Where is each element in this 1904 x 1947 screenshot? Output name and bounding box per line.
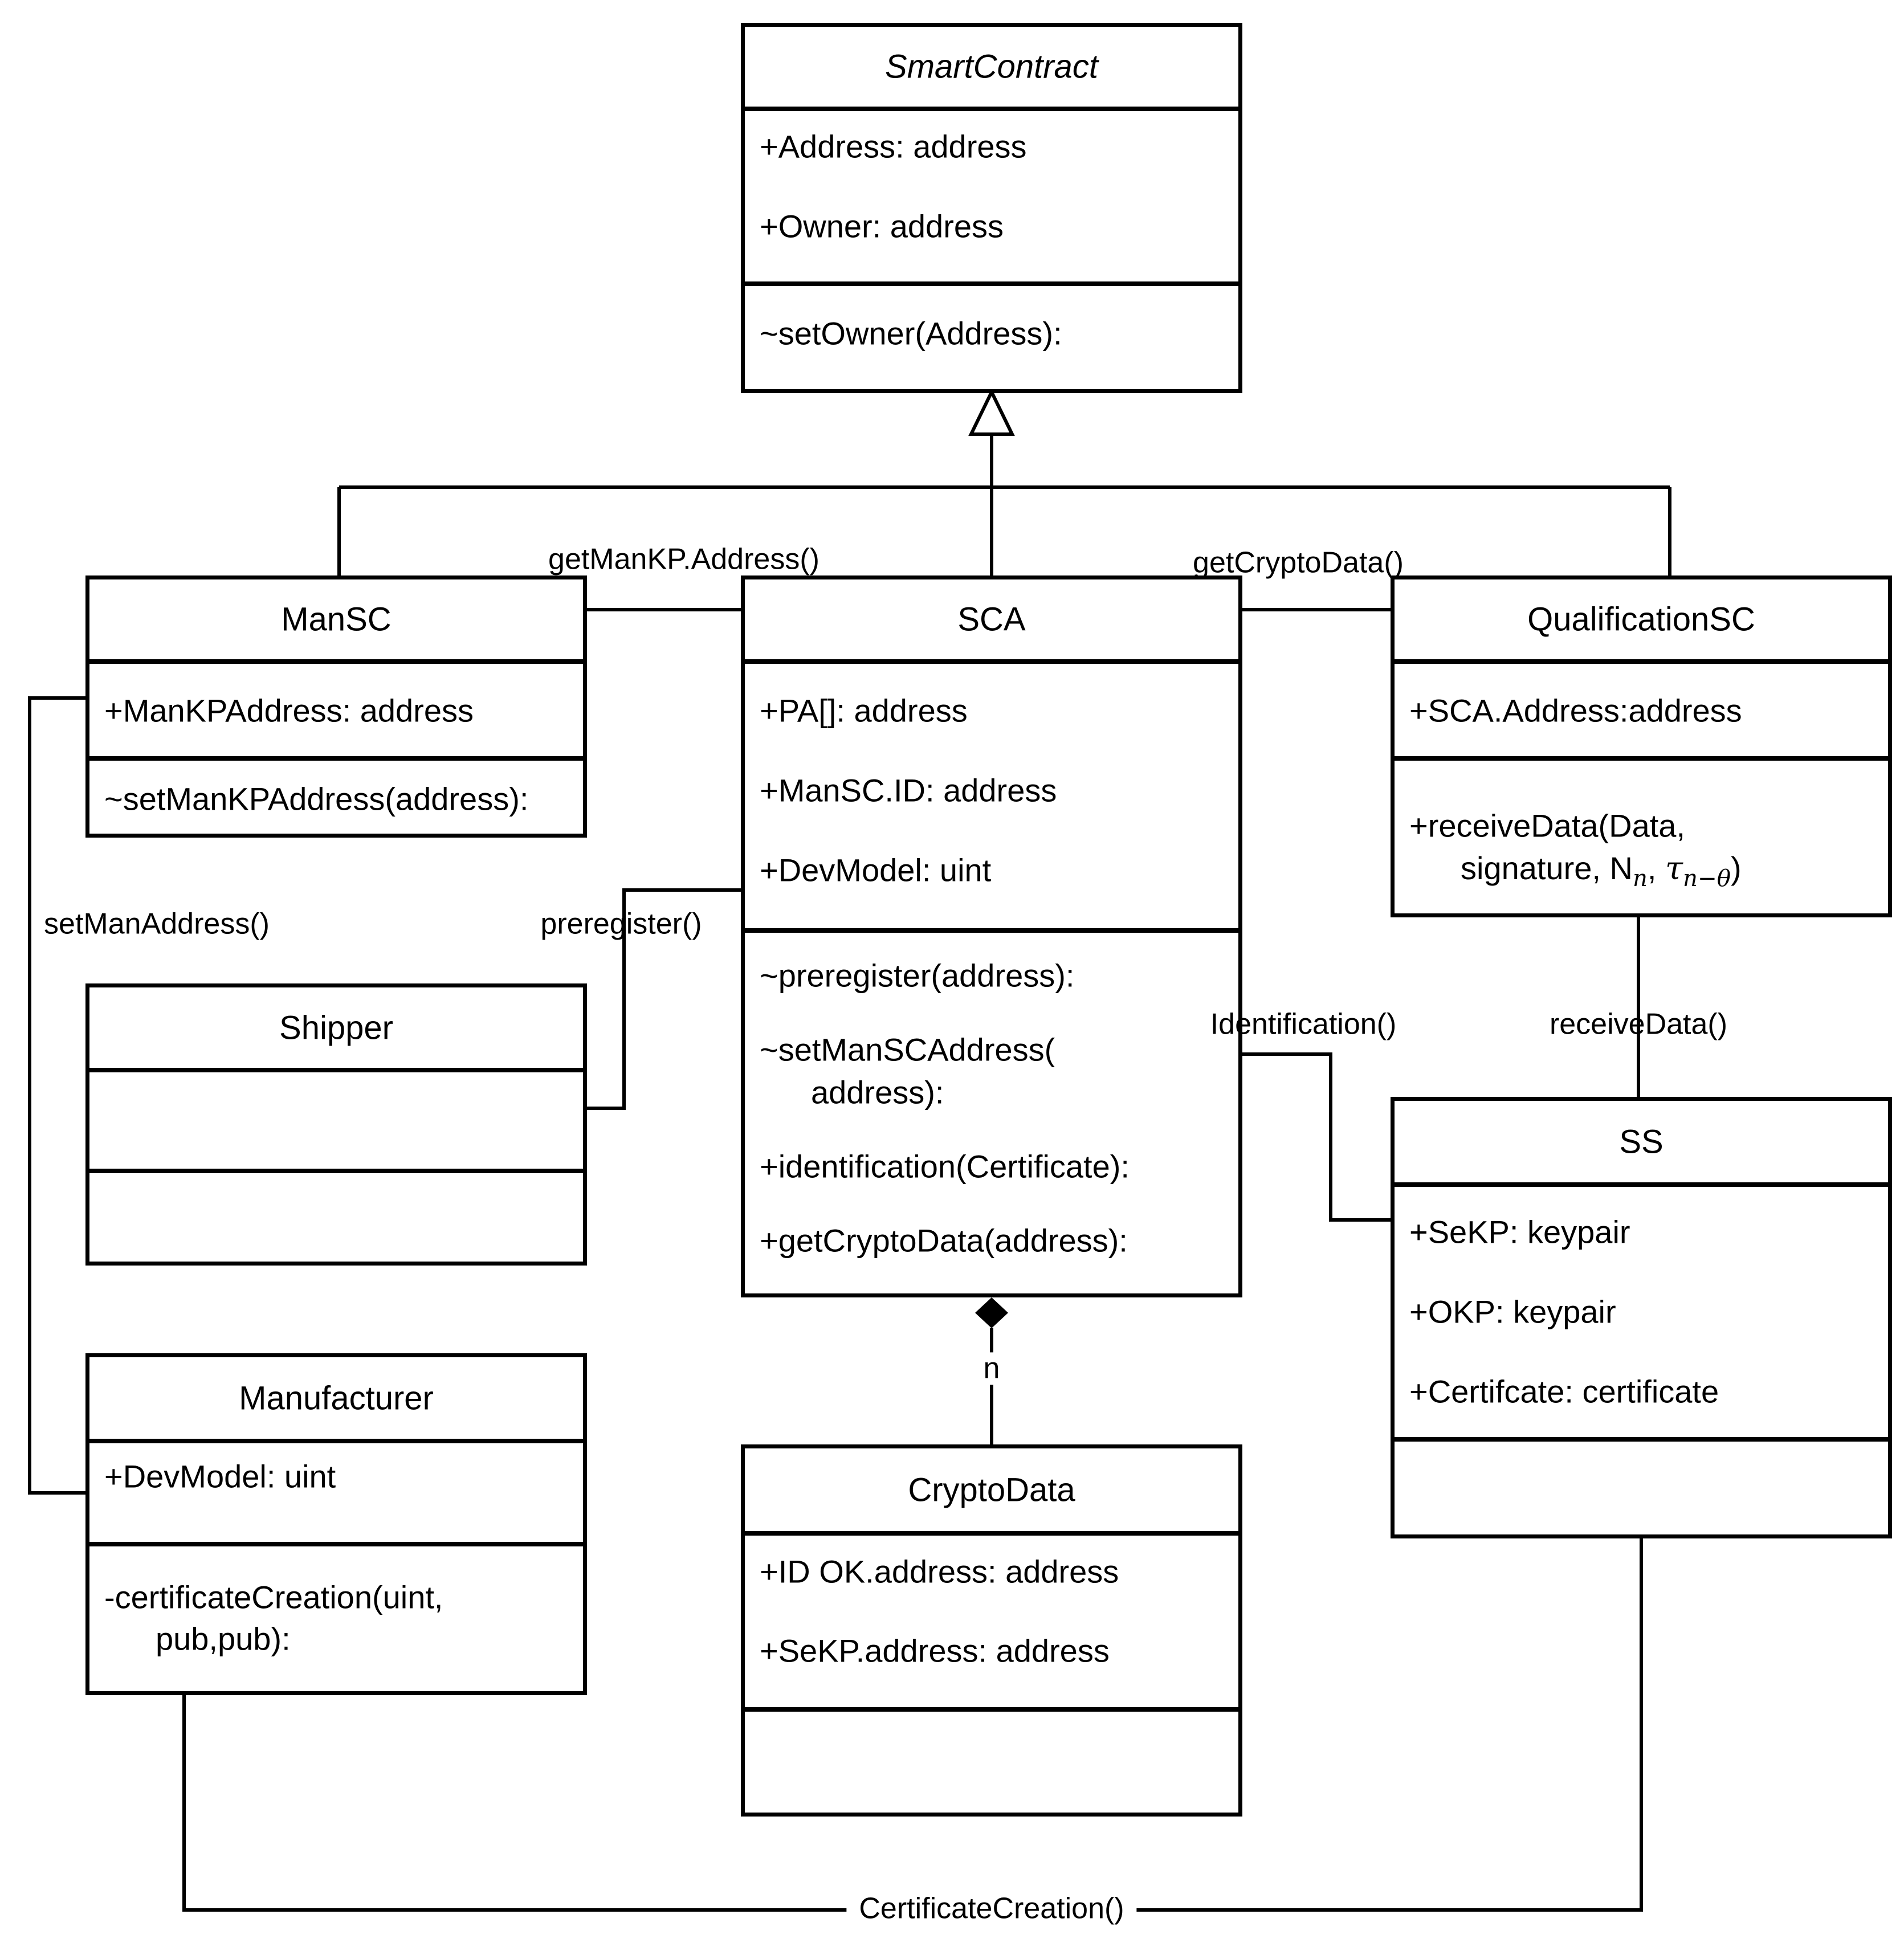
label-getmankp-address: getManKP.Address(): [548, 542, 820, 576]
method-line-wrap: signature, Nn, τn−θ): [1461, 850, 1882, 892]
compartment-divider: [1395, 1437, 1888, 1442]
attribute-line: +SCA.Address:address: [1409, 692, 1742, 729]
class-cryptodata: CryptoData +ID OK.address: address +SeKP…: [741, 1444, 1242, 1817]
compartment-divider: [89, 659, 583, 664]
class-smartcontract: SmartContract +Address: address +Owner: …: [741, 23, 1242, 393]
method-line: ~setOwner(Address):: [760, 315, 1062, 352]
attribute-line: +Address: address: [760, 128, 1027, 165]
inheritance-triangle-icon: [968, 388, 1015, 436]
class-ss: SS +SeKP: keypair +OKP: keypair +Certifc…: [1391, 1097, 1892, 1538]
label-certificatecreation: CertificateCreation(): [846, 1892, 1137, 1925]
class-title: QualificationSC: [1527, 601, 1755, 638]
tau-symbol: τ: [1665, 850, 1683, 887]
class-title: Manufacturer: [239, 1379, 434, 1417]
attribute-line: +DevModel: uint: [104, 1458, 336, 1495]
compartment-divider: [1395, 1182, 1888, 1187]
compartment-divider: [745, 659, 1238, 664]
compartment-divider: [89, 756, 583, 761]
method-line-wrap: pub,pub):: [156, 1621, 291, 1657]
compartment-divider: [1395, 659, 1888, 664]
compartment-divider: [745, 281, 1238, 286]
method-line: +identification(Certificate):: [760, 1148, 1130, 1185]
compartment-divider: [745, 1531, 1238, 1536]
attribute-line: +ManSC.ID: address: [760, 772, 1057, 809]
compartment-divider: [89, 1542, 583, 1546]
attribute-line: +Certifcate: certificate: [1409, 1373, 1719, 1410]
label-receivedata: receiveData(): [1549, 1007, 1728, 1041]
class-title: Shipper: [279, 1009, 393, 1047]
attribute-line: +SeKP: keypair: [1409, 1214, 1630, 1250]
attribute-line: +DevModel: uint: [760, 852, 992, 888]
subscript-n-theta: n−θ: [1683, 865, 1731, 892]
label-multiplicity-n: n: [971, 1352, 1013, 1385]
method-text-part: ): [1731, 850, 1742, 886]
label-setmanaddress: setManAddress(): [44, 907, 270, 941]
compartment-divider: [745, 1707, 1238, 1712]
class-title: SCA: [957, 601, 1026, 638]
compartment-divider: [1395, 756, 1888, 761]
class-title: SmartContract: [885, 48, 1098, 85]
attribute-line: +SeKP.address: address: [760, 1632, 1110, 1669]
label-getcryptodata: getCryptoData(): [1193, 546, 1404, 579]
class-title: ManSC: [281, 601, 392, 638]
label-preregister: preregister(): [540, 907, 702, 941]
method-line: ~preregister(address):: [760, 957, 1075, 994]
attribute-line: +ID OK.address: address: [760, 1553, 1119, 1590]
attribute-line: +PA[]: address: [760, 692, 968, 729]
class-manufacturer: Manufacturer +DevModel: uint -certificat…: [85, 1353, 587, 1695]
attribute-line: +ManKPAddress: address: [104, 692, 474, 729]
class-title: SS: [1619, 1123, 1664, 1161]
method-line-wrap: address):: [811, 1074, 944, 1111]
compartment-divider: [89, 1439, 583, 1443]
class-title: CryptoData: [908, 1471, 1075, 1509]
class-mansc: ManSC +ManKPAddress: address ~setManKPAd…: [85, 575, 587, 838]
attribute-line: +Owner: address: [760, 208, 1004, 244]
class-qualificationsc: QualificationSC +SCA.Address:address +re…: [1391, 575, 1892, 917]
setmanaddress-link: [28, 696, 85, 1495]
preregister-link: [587, 888, 741, 1110]
method-line: ~setManKPAddress(address):: [104, 781, 529, 817]
composition-diamond-icon: [975, 1297, 1008, 1328]
method-text-part: signature, N: [1461, 850, 1633, 886]
method-line: +getCryptoData(address):: [760, 1222, 1128, 1259]
compartment-divider: [89, 1068, 583, 1072]
class-shipper: Shipper: [85, 983, 587, 1266]
compartment-divider: [745, 928, 1238, 933]
label-identification: Identification(): [1210, 1007, 1397, 1041]
method-line: +receiveData(Data,: [1409, 807, 1686, 844]
compartment-divider: [745, 107, 1238, 111]
class-sca: SCA +PA[]: address +ManSC.ID: address +D…: [741, 575, 1242, 1297]
method-line: -certificateCreation(uint,: [104, 1579, 443, 1615]
method-text-part: ,: [1647, 850, 1666, 886]
compartment-divider: [89, 1169, 583, 1173]
subscript-n: n: [1632, 865, 1648, 892]
method-line: ~setManSCAddress(: [760, 1031, 1055, 1068]
attribute-line: +OKP: keypair: [1409, 1293, 1616, 1330]
identification-link: [1242, 1052, 1391, 1222]
